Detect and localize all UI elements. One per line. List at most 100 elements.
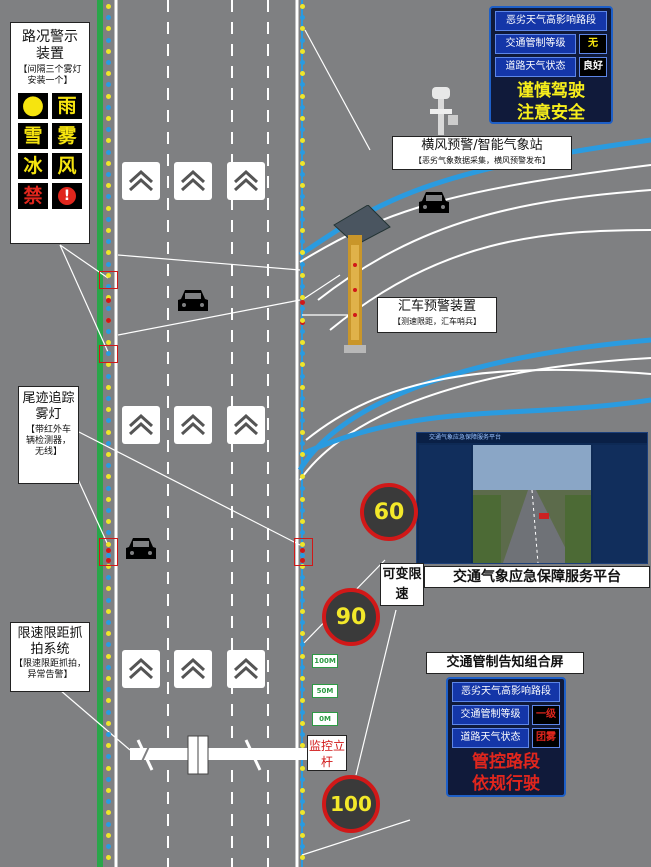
fog-light-dot bbox=[300, 149, 305, 155]
fog-light-dot bbox=[106, 37, 111, 43]
fog-light-dot bbox=[106, 116, 111, 121]
fog-light-dot bbox=[106, 362, 111, 368]
legend-symbol: 雾 bbox=[52, 123, 82, 149]
fog-light-dot bbox=[300, 116, 305, 121]
fog-light-dot bbox=[300, 575, 305, 581]
fog-light-dot bbox=[300, 272, 305, 278]
fog-light-dot bbox=[300, 732, 305, 737]
lane-direction-chevron-icon bbox=[227, 406, 265, 444]
fog-light-dot bbox=[300, 15, 305, 21]
fog-light-dot bbox=[106, 743, 111, 749]
fog-light-dot bbox=[106, 71, 111, 77]
fog-light-dot bbox=[300, 799, 305, 805]
fog-light-dot bbox=[106, 4, 111, 9]
fog-light-dot bbox=[300, 138, 305, 144]
road-warning-device-panel: 路况警示装置 【间隔三个雾灯安装一个】 ●雨雪雾冰风禁! bbox=[10, 22, 90, 244]
fog-light-dot bbox=[106, 552, 111, 558]
fog-light-dot bbox=[106, 284, 111, 289]
legend-symbol: 冰 bbox=[18, 153, 48, 179]
fog-light-dot bbox=[106, 407, 111, 413]
fog-light-dot bbox=[106, 60, 111, 65]
fog-light-dot bbox=[106, 127, 111, 133]
fog-light-dot bbox=[300, 463, 305, 469]
fog-light-dot bbox=[106, 82, 111, 88]
trail-fog-light-label: 尾迹追踪雾灯 【带红外车辆检测器，无线】 bbox=[18, 386, 79, 484]
fog-light-dot bbox=[106, 575, 111, 581]
panel-title: 路况警示装置 bbox=[22, 29, 78, 62]
fog-light-dot bbox=[106, 541, 111, 547]
car-icon bbox=[126, 538, 156, 559]
fog-light-dot bbox=[106, 676, 111, 681]
fog-light-dot bbox=[300, 698, 305, 704]
lane-direction-chevron-icon bbox=[122, 650, 160, 688]
fog-light-dot bbox=[300, 351, 305, 357]
fog-light-dot bbox=[106, 564, 111, 569]
fog-light-dot bbox=[106, 149, 111, 155]
fog-light-dot bbox=[300, 496, 305, 502]
fog-light-dot bbox=[106, 855, 111, 861]
fog-light-dot bbox=[106, 160, 111, 166]
bottom-vms-caption: 交通管制告知组合屏 bbox=[426, 652, 584, 674]
fog-light-dot bbox=[106, 642, 111, 648]
vms-row-key: 道路天气状态 bbox=[495, 57, 576, 77]
fog-light-dot bbox=[300, 608, 305, 614]
car-icon bbox=[178, 290, 208, 311]
fog-light-dot bbox=[106, 709, 111, 715]
fog-light-dot bbox=[300, 373, 305, 379]
fog-light-dot bbox=[300, 228, 305, 233]
fog-light-dot bbox=[106, 608, 111, 614]
fog-light-dot bbox=[106, 48, 111, 54]
fog-light-dot bbox=[106, 183, 111, 189]
fog-light-dot bbox=[106, 799, 111, 805]
red-warning-light bbox=[106, 318, 111, 323]
fog-light-dot bbox=[300, 855, 305, 861]
red-warning-light bbox=[106, 558, 111, 563]
fog-light-dot bbox=[106, 239, 111, 245]
fog-light-dot bbox=[300, 709, 305, 715]
platform-left-panel bbox=[419, 445, 471, 563]
legend-symbol: 风 bbox=[52, 153, 82, 179]
vms-row-key: 道路天气状态 bbox=[452, 728, 529, 748]
fog-light-dot bbox=[106, 463, 111, 469]
fog-light-dot bbox=[106, 250, 111, 256]
fog-light-dot bbox=[106, 732, 111, 737]
fog-light-dot bbox=[300, 127, 305, 133]
ramp-white-curve-5 bbox=[305, 368, 651, 441]
trail-light-marker bbox=[294, 538, 313, 566]
fog-light-dot bbox=[300, 776, 305, 782]
fog-light-dot bbox=[300, 519, 305, 525]
fog-light-dot bbox=[106, 429, 111, 435]
fog-light-dot bbox=[106, 138, 111, 144]
fog-light-dot bbox=[106, 653, 111, 659]
fog-light-dot bbox=[300, 93, 305, 99]
fog-light-dot bbox=[300, 4, 305, 9]
red-warning-light bbox=[106, 298, 111, 303]
fog-light-dot bbox=[300, 340, 305, 345]
fog-light-dot bbox=[106, 340, 111, 345]
fog-light-dot bbox=[300, 597, 305, 603]
fog-light-dot bbox=[300, 620, 305, 625]
vms-row-value: 一级 bbox=[532, 705, 560, 725]
fog-light-dot bbox=[106, 720, 111, 726]
fog-light-dot bbox=[106, 93, 111, 99]
fog-light-dot bbox=[106, 776, 111, 782]
fog-light-dot bbox=[106, 440, 111, 446]
fog-light-dot bbox=[300, 48, 305, 54]
fog-light-dot bbox=[106, 373, 111, 379]
fog-light-dot bbox=[106, 104, 111, 110]
fog-light-dot bbox=[300, 418, 305, 424]
lane-direction-chevron-icon bbox=[174, 162, 212, 200]
fog-light-dot bbox=[106, 452, 111, 457]
fog-light-dot bbox=[300, 821, 305, 827]
fog-light-dot bbox=[106, 272, 111, 278]
fog-light-dot bbox=[300, 183, 305, 189]
weather-station-title: 横风预警/智能气象站 bbox=[421, 138, 543, 153]
fog-light-dot bbox=[300, 508, 305, 513]
fog-light-dot bbox=[106, 754, 111, 760]
platform-caption: 交通气象应急保障服务平台 bbox=[424, 566, 650, 588]
fog-light-dot bbox=[300, 429, 305, 435]
fog-light-dot bbox=[106, 765, 111, 771]
fog-light-dot bbox=[106, 821, 111, 827]
fog-light-dot bbox=[106, 328, 111, 334]
warning-circle-icon: ! bbox=[52, 183, 82, 209]
